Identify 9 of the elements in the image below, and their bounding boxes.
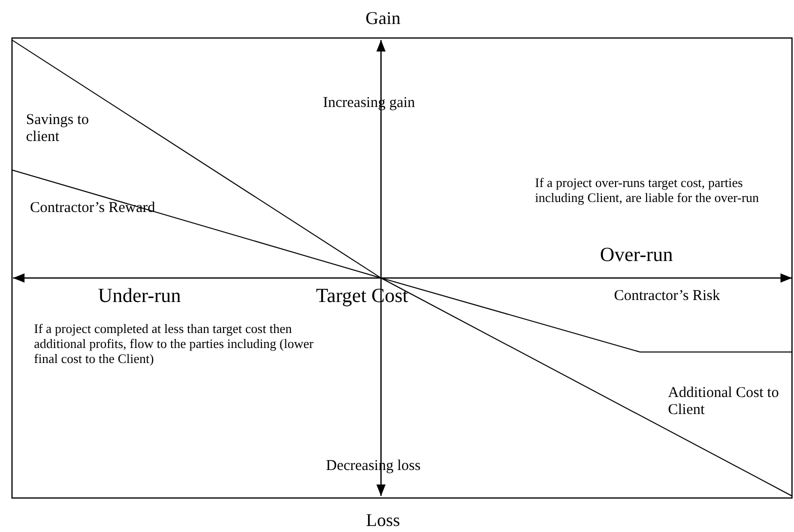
chart-label: Additional Cost to Client <box>668 385 780 420</box>
axis-label: Loss <box>366 510 400 531</box>
chart-label: Under-run <box>98 285 181 308</box>
note-text: If a project completed at less than target cost then additional profits, flow to the parties including (lower final cost to the Client) <box>34 322 314 367</box>
note-text: If a project over-runs target cost, parties including Client, are liable for the over-run <box>535 176 760 206</box>
chart-label: Over-run <box>600 244 673 267</box>
chart-label: Contractor’s Risk <box>614 288 720 306</box>
axis-label: Gain <box>366 8 400 29</box>
chart-label: Savings to client <box>26 112 90 146</box>
